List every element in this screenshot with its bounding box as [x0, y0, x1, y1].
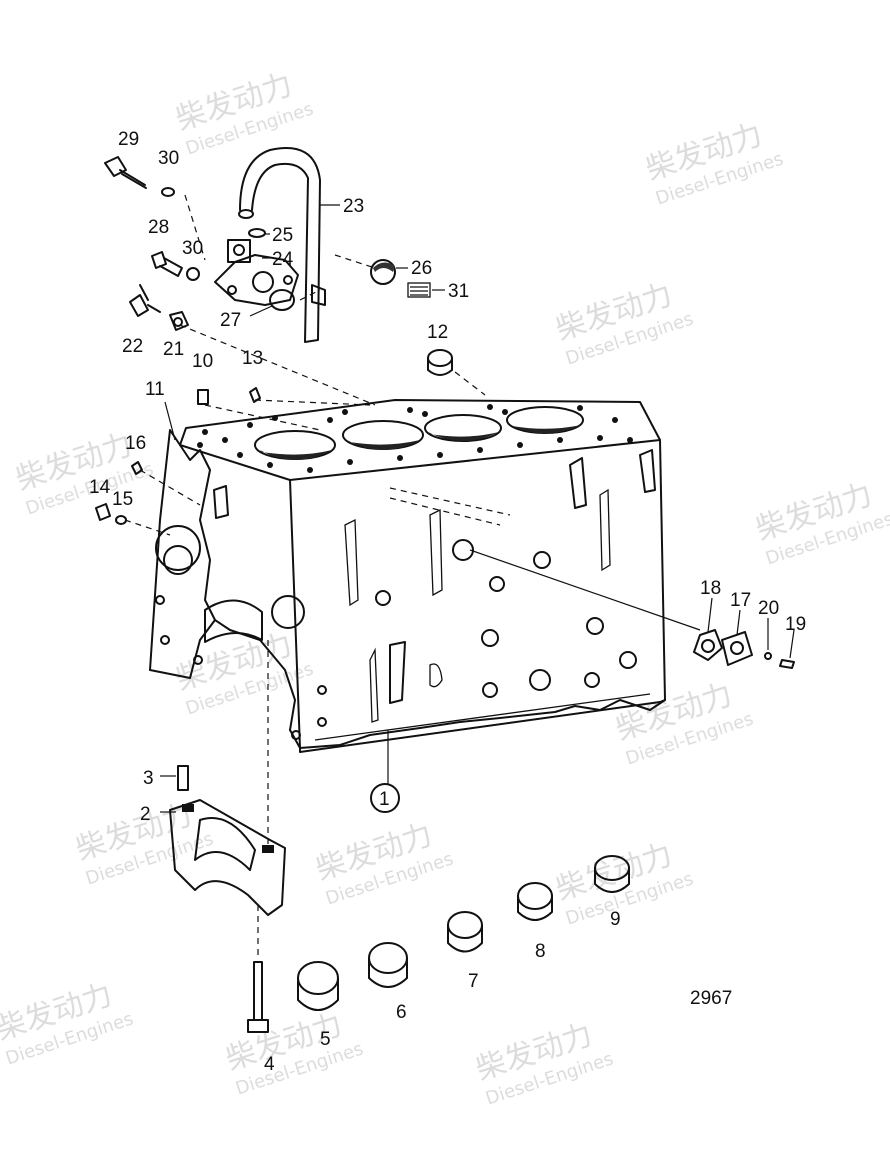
callout-5: 5 — [320, 1029, 331, 1050]
bolt-29 — [104, 156, 147, 189]
watermark-logo: 柴发动力 Diesel-Engines — [172, 67, 316, 159]
assembly-lines — [124, 194, 701, 960]
plug-26 — [370, 259, 396, 285]
watermark-logo: 柴发动力 Diesel-Engines — [612, 677, 756, 769]
washer-30 — [161, 187, 175, 197]
watermark-logo: 柴发动力 Diesel-Engines — [642, 117, 786, 209]
callout-27: 27 — [220, 310, 241, 331]
callout-13: 13 — [242, 348, 263, 369]
callout-12: 12 — [427, 322, 448, 343]
bearing-shell-6 — [368, 942, 408, 988]
callout-18: 18 — [700, 578, 721, 599]
screw-19 — [779, 659, 795, 669]
pin-3 — [177, 765, 189, 791]
flange-24 — [214, 239, 299, 306]
watermark-logo: 柴发动力 Diesel-Engines — [552, 837, 696, 929]
callout-11: 11 — [145, 379, 165, 400]
fitting-21 — [169, 311, 189, 331]
screw-28 — [151, 251, 200, 281]
bearing-cap-2 — [169, 799, 286, 916]
drawing-number: 2967 — [690, 988, 732, 1009]
callout-15: 15 — [112, 489, 133, 510]
bearing-shell-9 — [594, 855, 630, 893]
watermark-logo: 柴发动力 Diesel-Engines — [312, 817, 456, 909]
bearing-shell-5 — [297, 961, 339, 1011]
callout-30-lower: 30 — [182, 238, 203, 259]
callout-19: 19 — [785, 614, 806, 635]
dowel-10 — [197, 389, 209, 405]
callout-6: 6 — [396, 1002, 407, 1023]
callout-22: 22 — [122, 336, 143, 357]
screen-31 — [407, 282, 431, 298]
callout-16: 16 — [125, 433, 146, 454]
cover-17 — [721, 631, 753, 666]
dipstick-tube-23 — [238, 147, 326, 343]
callout-25: 25 — [272, 225, 293, 246]
leader-lines — [160, 204, 795, 813]
watermark-logo: 柴发动力 Diesel-Engines — [222, 1007, 366, 1099]
callout-20: 20 — [758, 598, 779, 619]
callout-28: 28 — [148, 217, 169, 238]
callout-2: 2 — [140, 804, 151, 825]
callout-17: 17 — [730, 590, 751, 611]
callout-9: 9 — [610, 909, 621, 930]
watermark-layer: 柴发动力 Diesel-Engines 柴发动力 Diesel-Engines … — [0, 67, 890, 1109]
washer-20 — [764, 652, 772, 660]
stud-13 — [249, 387, 261, 403]
watermark-logo: 柴发动力 Diesel-Engines — [472, 1017, 616, 1109]
cylinder-block — [149, 399, 666, 753]
watermark-logo: 柴发动力 Diesel-Engines — [552, 277, 696, 369]
bolt-4 — [247, 961, 269, 1033]
watermark-logo: 柴发动力 Diesel-Engines — [752, 477, 890, 569]
callout-31: 31 — [448, 281, 469, 302]
bolt-14 — [95, 503, 111, 521]
callout-14: 14 — [89, 477, 111, 498]
callout-21: 21 — [163, 339, 184, 360]
watermark-logo: 柴发动力 Diesel-Engines — [0, 977, 136, 1069]
callout-8: 8 — [535, 941, 546, 962]
callout-23: 23 — [343, 196, 364, 217]
bearing-shell-8 — [517, 882, 553, 921]
callout-4: 4 — [264, 1054, 275, 1075]
callout-26: 26 — [411, 258, 432, 279]
seal-ring-27 — [269, 289, 295, 311]
gasket-18 — [693, 629, 723, 661]
callout-30-upper: 30 — [158, 148, 179, 169]
callout-10: 10 — [192, 351, 213, 372]
sensor-22 — [129, 284, 161, 317]
callout-24: 24 — [272, 249, 294, 270]
callout-labels: 1 2 3 4 5 6 7 8 9 10 11 12 13 14 15 16 1… — [89, 129, 806, 1075]
callout-29: 29 — [118, 129, 139, 150]
core-plug-12 — [427, 349, 453, 376]
callout-1-circle — [370, 783, 400, 813]
bearing-shell-7 — [447, 911, 483, 953]
washer-15 — [115, 515, 127, 525]
callout-7: 7 — [468, 971, 479, 992]
callout-1: 1 — [379, 789, 390, 810]
plug-16 — [131, 461, 143, 475]
o-ring-25 — [248, 228, 266, 238]
callout-3: 3 — [143, 768, 154, 789]
